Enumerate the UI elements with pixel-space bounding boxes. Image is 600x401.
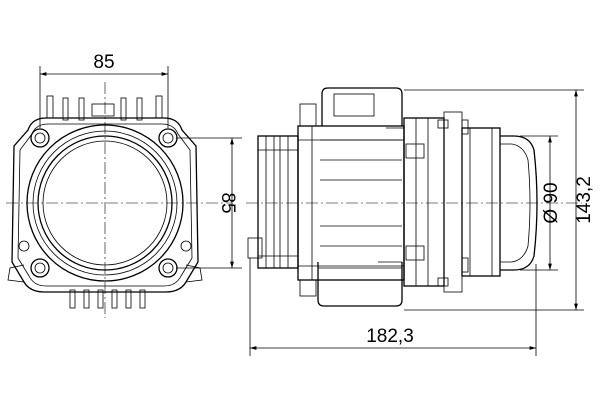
heat-sink [247,135,299,269]
lens-diameter-dimension-label: Ø 90 [541,182,562,223]
projection-lens [500,135,538,271]
front-housing-outline [11,117,199,293]
left-boss [18,240,30,252]
left-mounting-tab [7,264,25,283]
projection-lens-inner [500,143,531,263]
screw-icon [158,128,178,148]
side-view: Ø 90 143,2 182,3 [246,87,595,356]
top-module [321,87,404,129]
lens-barrel [461,127,501,277]
front-view: 85 85 [6,52,242,318]
bottom-module [317,261,403,307]
overall-length-dimension: 182,3 [249,258,537,356]
right-mounting-tab [185,264,203,283]
front-width-dimension: 85 [39,52,169,128]
front-height-dimension-label: 85 [217,192,238,213]
screw-icon [30,128,50,148]
lens-bezel-inner [32,130,178,276]
right-boss [180,240,192,252]
front-height-dimension: 85 [176,137,242,269]
top-connector-pins [46,95,163,121]
bottom-connector-pins [69,289,146,309]
screw-icon [158,258,178,278]
front-width-dimension-label: 85 [93,52,114,73]
lens-outer-ring [37,135,173,271]
main-body [297,103,405,297]
overall-height-dimension-label: 143,2 [574,176,595,224]
lens-bezel-outer [26,124,184,282]
screw-icon [30,258,50,278]
lens-inner-ring [42,140,168,266]
mounting-flange [403,111,469,293]
lens-diameter-dimension: Ø 90 [520,135,562,271]
overall-length-dimension-label: 182,3 [366,326,414,347]
overall-height-dimension: 143,2 [404,89,595,311]
